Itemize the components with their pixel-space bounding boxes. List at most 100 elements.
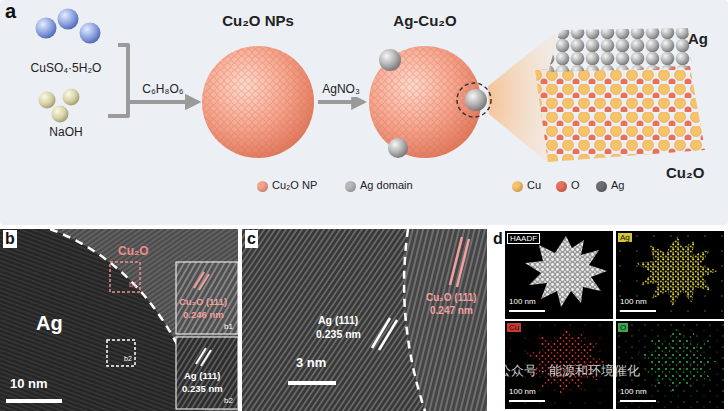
scale-bar [509,400,545,402]
node-title: NaOH [49,126,82,140]
panel-background [0,0,728,225]
reagent-sphere [39,92,56,109]
reagent-sphere [36,18,57,39]
map-background [616,231,724,319]
annotation-label: Cu₂O [118,245,149,259]
node-title: CuSO₄·5H₂O [31,62,102,76]
arrow-connector [118,45,198,102]
annotation-label: Cu₂O (111) [179,297,227,308]
annotation-label: 3 nm [296,356,326,371]
annotation-label: 100 nm [509,387,536,396]
panel-b [0,229,238,411]
annotation-label: 0.235 nm [182,384,223,395]
nanoparticle-texture [369,46,481,158]
ag-map [616,231,724,319]
scale-bar [620,400,656,402]
node-region: AgCu₂O [528,22,722,182]
region-box [107,340,135,366]
panel-d [505,231,724,409]
cu2o-lattice [535,66,705,162]
inset-image [176,262,238,334]
ag-region [242,229,425,411]
node-region: Ag-Cu₂O [364,10,486,162]
annotation-label: HAADF [507,233,540,244]
particle-cluster [636,326,718,397]
annotation-label: 100 nm [509,297,536,306]
interface-line [404,229,425,411]
annotation-label: 100 nm [620,297,647,306]
legend-text: Ag [611,179,624,192]
reagent-sphere [80,23,101,44]
ag-domain [388,138,408,158]
fringe-marker [201,350,211,366]
legend-swatch [512,181,523,192]
edge-label: C₆H₈O₆ [141,83,184,97]
nanoparticle-texture [202,46,314,158]
reagent-sphere [63,89,80,106]
node-title: Ag [688,30,708,47]
scale-bar [288,381,336,385]
haadf-map [505,231,613,319]
node-region: CuSO₄·5H₂O [14,8,118,82]
annotation-label: 0.246 nm [183,310,224,321]
annotation-label: Ag (111) [184,371,220,382]
fringe-marker [372,318,390,348]
node-region: Cu₂O NPs [198,10,318,162]
annotation-label: Cu₂O (111) [426,292,477,304]
annotation-label: b2 [224,396,233,405]
annotation-label: 100 nm [620,387,647,396]
legend-text: Cu [527,179,541,192]
ag-region [0,229,205,411]
panel-c [242,229,487,411]
scale-bar [509,310,545,312]
annotation-label: Cu [507,323,521,332]
tem-image [242,229,487,411]
node-region: NaOH [24,86,108,146]
fringe-marker [379,320,397,350]
scale-bar [620,310,656,312]
annotation-label: c [245,230,258,248]
ag-domain [465,89,487,111]
ag-domain [379,49,401,71]
map-background [505,231,613,319]
edge-label: AgNO₃ [321,83,361,97]
legend-text: Ag domain [360,179,413,192]
legend-swatch [556,181,567,192]
panel-a [0,0,728,225]
zoom-circle [457,83,491,117]
node-title: Cu₂O NPs [222,12,294,29]
annotation-label: d [491,230,505,248]
particle-cluster [525,236,607,307]
legend-swatch [257,181,268,192]
annotation-label: 公众号 · 能源和环境催化 [498,364,640,379]
reagent-sphere [58,9,79,30]
arrow-connector [108,102,198,116]
annotation-label: Ag (111) [318,314,358,326]
ag-lattice [548,28,692,72]
annotation-label: 0.235 nm [316,328,361,340]
fringe-marker [457,239,469,287]
annotation-label: b1 [224,322,233,331]
particle-cluster [636,236,718,307]
tem-image [0,229,238,411]
nanoparticle [202,46,314,158]
node-title: Ag-Cu₂O [393,12,456,29]
scale-bar [6,399,62,403]
legend-text: O [571,179,580,192]
annotation-label: b [3,230,17,248]
annotation-label: a [5,0,16,23]
particle-cluster [525,326,607,397]
region-box [110,262,140,292]
annotation-label: Ag [618,233,632,242]
legend-swatch [345,181,356,192]
arrow-connector [318,100,364,104]
map-noise [616,231,724,319]
annotation-label: O [618,323,628,332]
reagent-sphere [52,106,69,123]
fringe-marker [199,274,209,290]
annotation-label: b2 [124,355,132,363]
annotation-label: Ag [36,312,63,335]
